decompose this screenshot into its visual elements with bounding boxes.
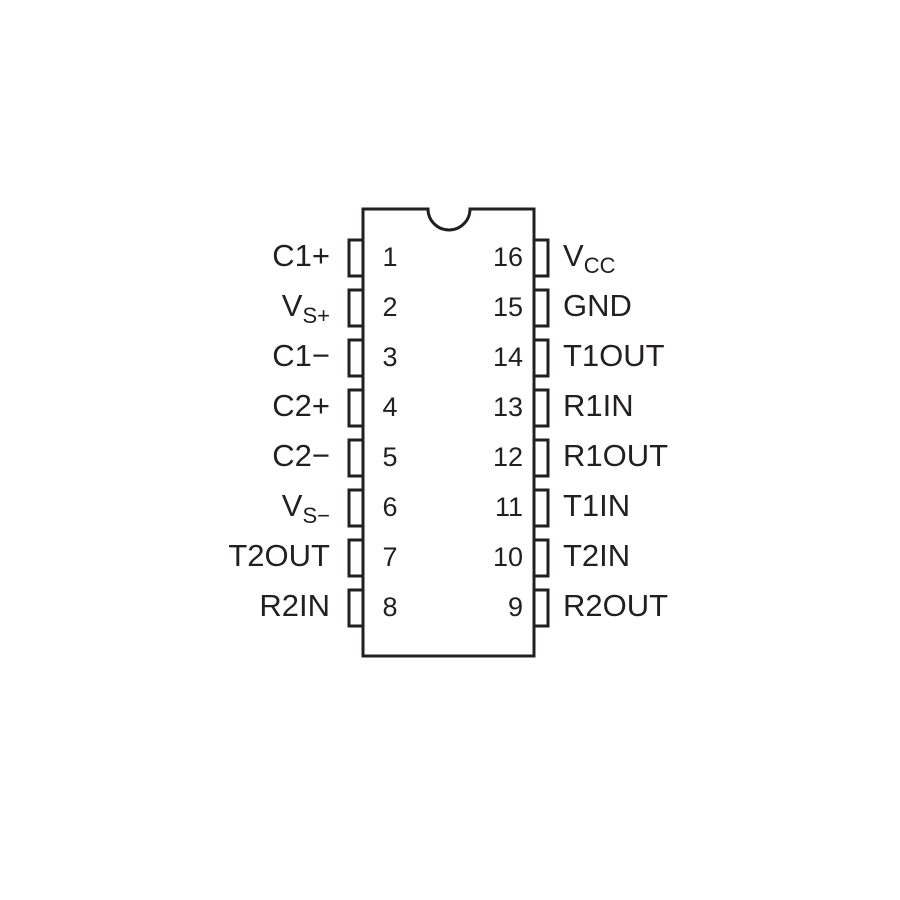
pin-label: R2IN xyxy=(259,588,330,623)
pin-lead xyxy=(347,488,363,528)
pin-label-subscript: CC xyxy=(584,253,616,278)
pin-5: 5 C2− xyxy=(272,438,398,478)
pin-13: 13 R1IN xyxy=(493,388,634,428)
pin-lead xyxy=(347,288,363,328)
pin-lead xyxy=(347,338,363,378)
pin-6: 6 VS− xyxy=(282,488,398,528)
pin-number: 16 xyxy=(493,242,523,272)
pin-label: T2IN xyxy=(563,538,630,573)
pin-label: VS+ xyxy=(282,288,330,328)
pin-lead xyxy=(347,238,363,278)
pin-lead xyxy=(534,438,550,478)
pin-lead xyxy=(534,488,550,528)
pin-label: T1OUT xyxy=(563,338,665,373)
pin-label: C1+ xyxy=(272,238,330,273)
pin-label: R2OUT xyxy=(563,588,668,623)
pin-label: R1IN xyxy=(563,388,634,423)
pin-lead xyxy=(534,388,550,428)
pin-label: C2− xyxy=(272,438,330,473)
pin-number: 13 xyxy=(493,392,523,422)
pin-number: 15 xyxy=(493,292,523,322)
pin-9: 9 R2OUT xyxy=(508,588,668,628)
ic-package xyxy=(361,207,536,658)
pin-lead xyxy=(534,338,550,378)
pin-number: 7 xyxy=(382,542,397,572)
pin-label: GND xyxy=(563,288,632,323)
pin-number: 6 xyxy=(382,492,397,522)
pin-number: 12 xyxy=(493,442,523,472)
pin-label: VCC xyxy=(563,238,616,278)
pin-lead xyxy=(347,538,363,578)
pin-lead xyxy=(534,538,550,578)
pin-number: 10 xyxy=(493,542,523,572)
pin-number: 5 xyxy=(382,442,397,472)
pin-10: 10 T2IN xyxy=(493,538,630,578)
pin-16: 16 VCC xyxy=(493,238,616,278)
left-pin-column: 1 C1+ 2 VS+ 3 C1− 4 C2+ 5 C2− 6 VS− 7 T2OUT 8 R2IN xyxy=(228,238,398,628)
pin-lead xyxy=(347,588,363,628)
pin-lead xyxy=(347,438,363,478)
pin-label: VS− xyxy=(282,488,330,528)
pin-number: 9 xyxy=(508,592,523,622)
pin-label: T1IN xyxy=(563,488,630,523)
pin-label: R1OUT xyxy=(563,438,668,473)
pin-2: 2 VS+ xyxy=(282,288,398,328)
pin-number: 4 xyxy=(382,392,397,422)
pin-1: 1 C1+ xyxy=(272,238,398,278)
pin-3: 3 C1− xyxy=(272,338,398,378)
pin-number: 3 xyxy=(382,342,397,372)
pin-number: 1 xyxy=(382,242,397,272)
pin-label-subscript: S+ xyxy=(302,303,330,328)
pin-number: 11 xyxy=(495,492,523,522)
right-pin-column: 16 VCC 15 GND 14 T1OUT 13 R1IN 12 R1OUT 11 T1IN 10 T2… xyxy=(493,238,668,628)
pin-4: 4 C2+ xyxy=(272,388,398,428)
pin-label: C1− xyxy=(272,338,330,373)
pin-lead xyxy=(534,238,550,278)
pin-number: 14 xyxy=(493,342,523,372)
pin-12: 12 R1OUT xyxy=(493,438,668,478)
pin-number: 2 xyxy=(382,292,397,322)
pin-7: 7 T2OUT xyxy=(228,538,398,578)
pin-lead xyxy=(347,388,363,428)
pin-lead xyxy=(534,288,550,328)
pin-15: 15 GND xyxy=(493,288,632,328)
pin-label: T2OUT xyxy=(228,538,330,573)
pin-number: 8 xyxy=(382,592,397,622)
pin-lead xyxy=(534,588,550,628)
ic-body xyxy=(361,207,536,658)
pin-11: 11 T1IN xyxy=(495,488,630,528)
pin-14: 14 T1OUT xyxy=(493,338,665,378)
pin-8: 8 R2IN xyxy=(259,588,398,628)
pin-label: C2+ xyxy=(272,388,330,423)
pin-label-subscript: S− xyxy=(302,503,330,528)
